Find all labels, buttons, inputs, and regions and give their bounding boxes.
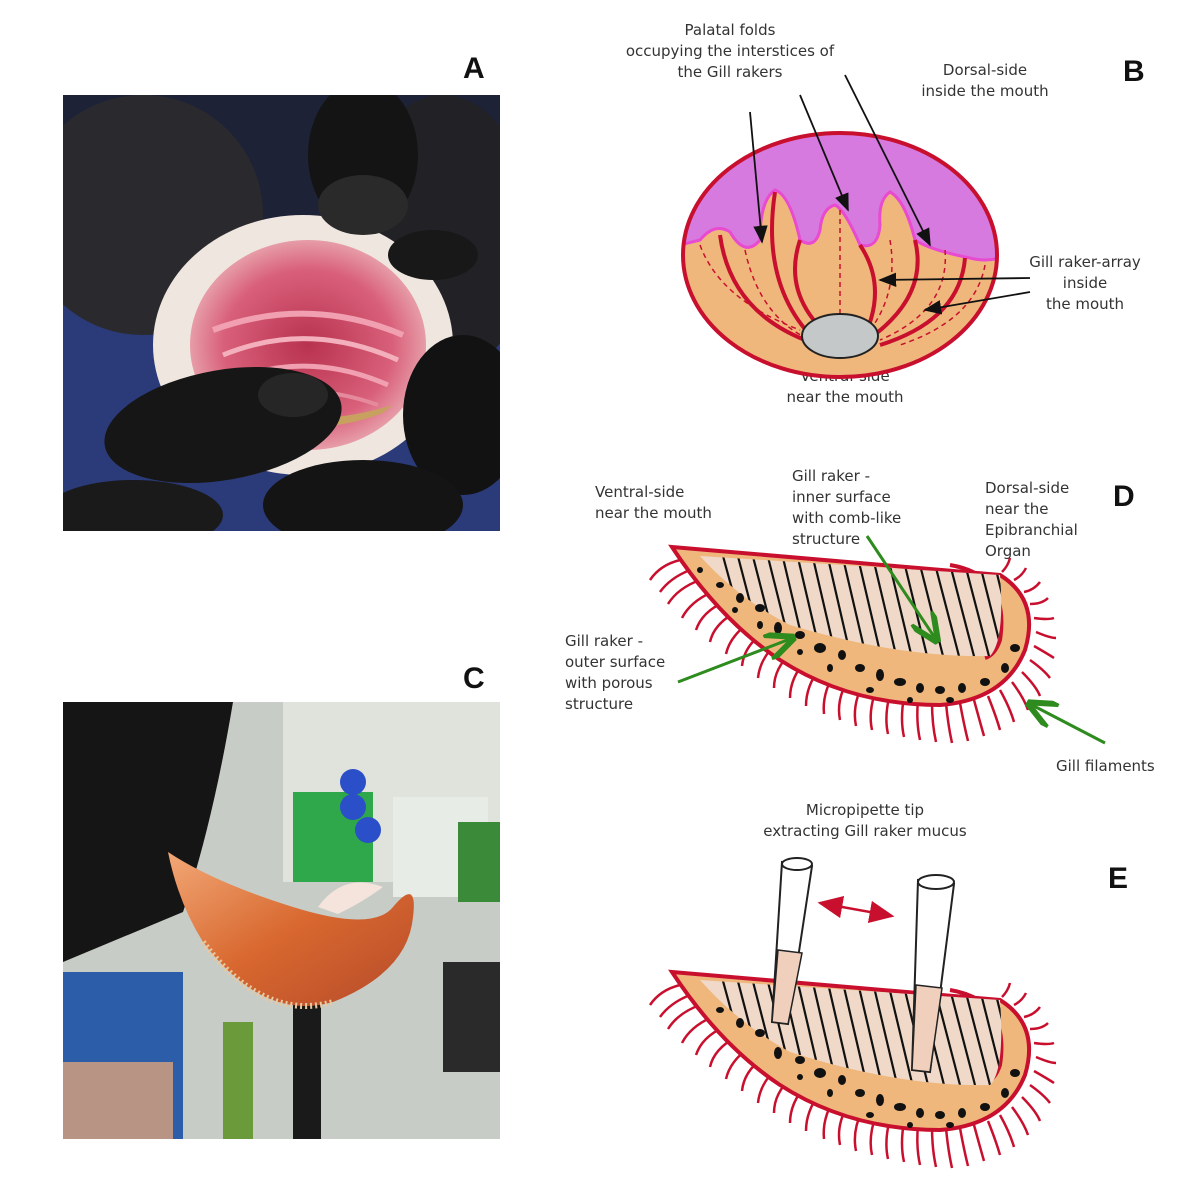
pipette-tip-left: [770, 857, 814, 1026]
porous-structure-e: [716, 1007, 1020, 1128]
panel-letter-b: B: [1123, 55, 1145, 88]
label-gill-raker-array: Gill raker-array inside the mouth: [1029, 253, 1141, 313]
label-inner-surface: Gill raker - inner surface with comb-lik…: [792, 467, 902, 548]
panel-letter-a: A: [463, 52, 485, 85]
label-micropipette: Micropipette tip extracting Gill raker m…: [763, 801, 967, 840]
photo-gill-raker-excised: [63, 702, 500, 1139]
movement-double-arrow: [817, 895, 895, 924]
label-dorsal-epibranchial: Dorsal-side near the Epibranchial Organ: [985, 479, 1078, 560]
panel-letter-d: D: [1113, 480, 1135, 513]
label-ventral-near-mouth-d: Ventral-side near the mouth: [595, 483, 712, 522]
label-palatal-folds: Palatal folds occupying the interstices …: [625, 21, 835, 81]
label-outer-surface: Gill raker - outer surface with porous s…: [565, 632, 666, 713]
porous-structure-d: [697, 567, 1020, 703]
panel-letter-e: E: [1108, 862, 1129, 895]
panel-letter-c: C: [463, 662, 485, 695]
label-gill-filaments: Gill filaments: [1056, 757, 1155, 775]
label-dorsal-inside-mouth: Dorsal-side inside the mouth: [921, 61, 1049, 100]
photo-fish-mouth-open: [63, 95, 500, 531]
pipette-tip-right: [910, 874, 956, 1074]
